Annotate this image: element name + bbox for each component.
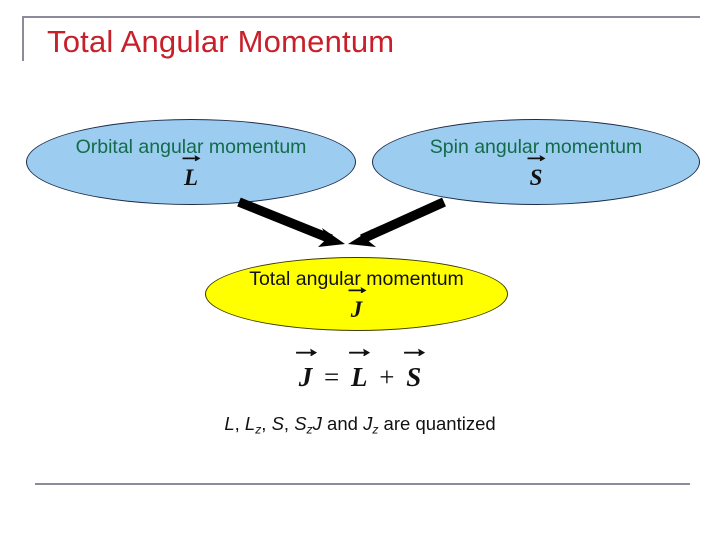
caption-var-L: L (224, 413, 235, 434)
quantization-caption: L, Lz, S, SzJ and Jz are quantized (0, 412, 720, 436)
vector-arrow-glyph (403, 344, 426, 357)
equation-term2-letter: S (406, 362, 422, 392)
node-spin-label: Spin angular momentum (429, 135, 643, 158)
vector-arrow-icon-S: S (527, 154, 546, 190)
spin-to-total-arrow (348, 197, 446, 247)
equation-lhs-letter: J (298, 362, 313, 392)
vector-arrow-icon-S-eq: S (403, 348, 425, 393)
vector-arrow-icon-L-eq: L (349, 348, 371, 393)
node-spin-symbol: S (527, 154, 546, 190)
orbital-to-total-arrow (237, 197, 345, 247)
equation-equals-sign: = (324, 362, 340, 392)
node-total-label: Total angular momentum (249, 267, 464, 290)
equation-term2: S (399, 348, 425, 392)
caption-sub-z-1: z (255, 422, 262, 437)
footer-rule (35, 483, 690, 485)
node-spin-angular-momentum[interactable]: Spin angular momentum S (372, 119, 700, 205)
equation-plus-sign: + (379, 362, 395, 392)
equation-lhs: J (295, 348, 319, 392)
equation-total-angular-momentum: J = L + S (0, 348, 720, 393)
node-orbital-angular-momentum[interactable]: Orbital angular momentum L (26, 119, 356, 205)
caption-var-Jz: J (363, 413, 373, 434)
node-total-symbol: J (348, 286, 366, 322)
title-rule-left (22, 16, 24, 61)
caption-sub-z-2: z (306, 422, 313, 437)
page-title: Total Angular Momentum (47, 24, 395, 59)
caption-tail: are quantized (378, 413, 496, 434)
node-total-symbol-letter: J (350, 296, 363, 322)
vector-arrow-icon-J-eq: J (295, 348, 317, 393)
node-total-angular-momentum[interactable]: Total angular momentum J (205, 257, 508, 331)
caption-sep-2: , (261, 413, 272, 434)
equation-term1-letter: L (350, 362, 368, 392)
vector-arrow-icon-J: J (348, 286, 366, 322)
caption-sub-z-3: z (372, 422, 379, 437)
caption-var-J: J (312, 413, 322, 434)
caption-conjunction: and (321, 413, 364, 434)
caption-var-Sz: S (294, 413, 307, 434)
vector-arrow-glyph (349, 344, 371, 357)
caption-sep-1: , (234, 413, 245, 434)
caption-var-S: S (271, 413, 284, 434)
node-orbital-symbol-letter: L (183, 164, 199, 190)
vector-arrow-glyph (295, 344, 318, 357)
caption-var-Lz: L (244, 413, 256, 434)
title-rule-top (22, 16, 700, 18)
caption-sep-3: , (283, 413, 295, 434)
node-orbital-label: Orbital angular momentum (75, 135, 307, 158)
vector-arrow-icon-L: L (182, 154, 201, 190)
node-spin-symbol-letter: S (529, 164, 543, 190)
node-orbital-symbol: L (182, 154, 201, 190)
equation-term1: L (344, 348, 374, 392)
